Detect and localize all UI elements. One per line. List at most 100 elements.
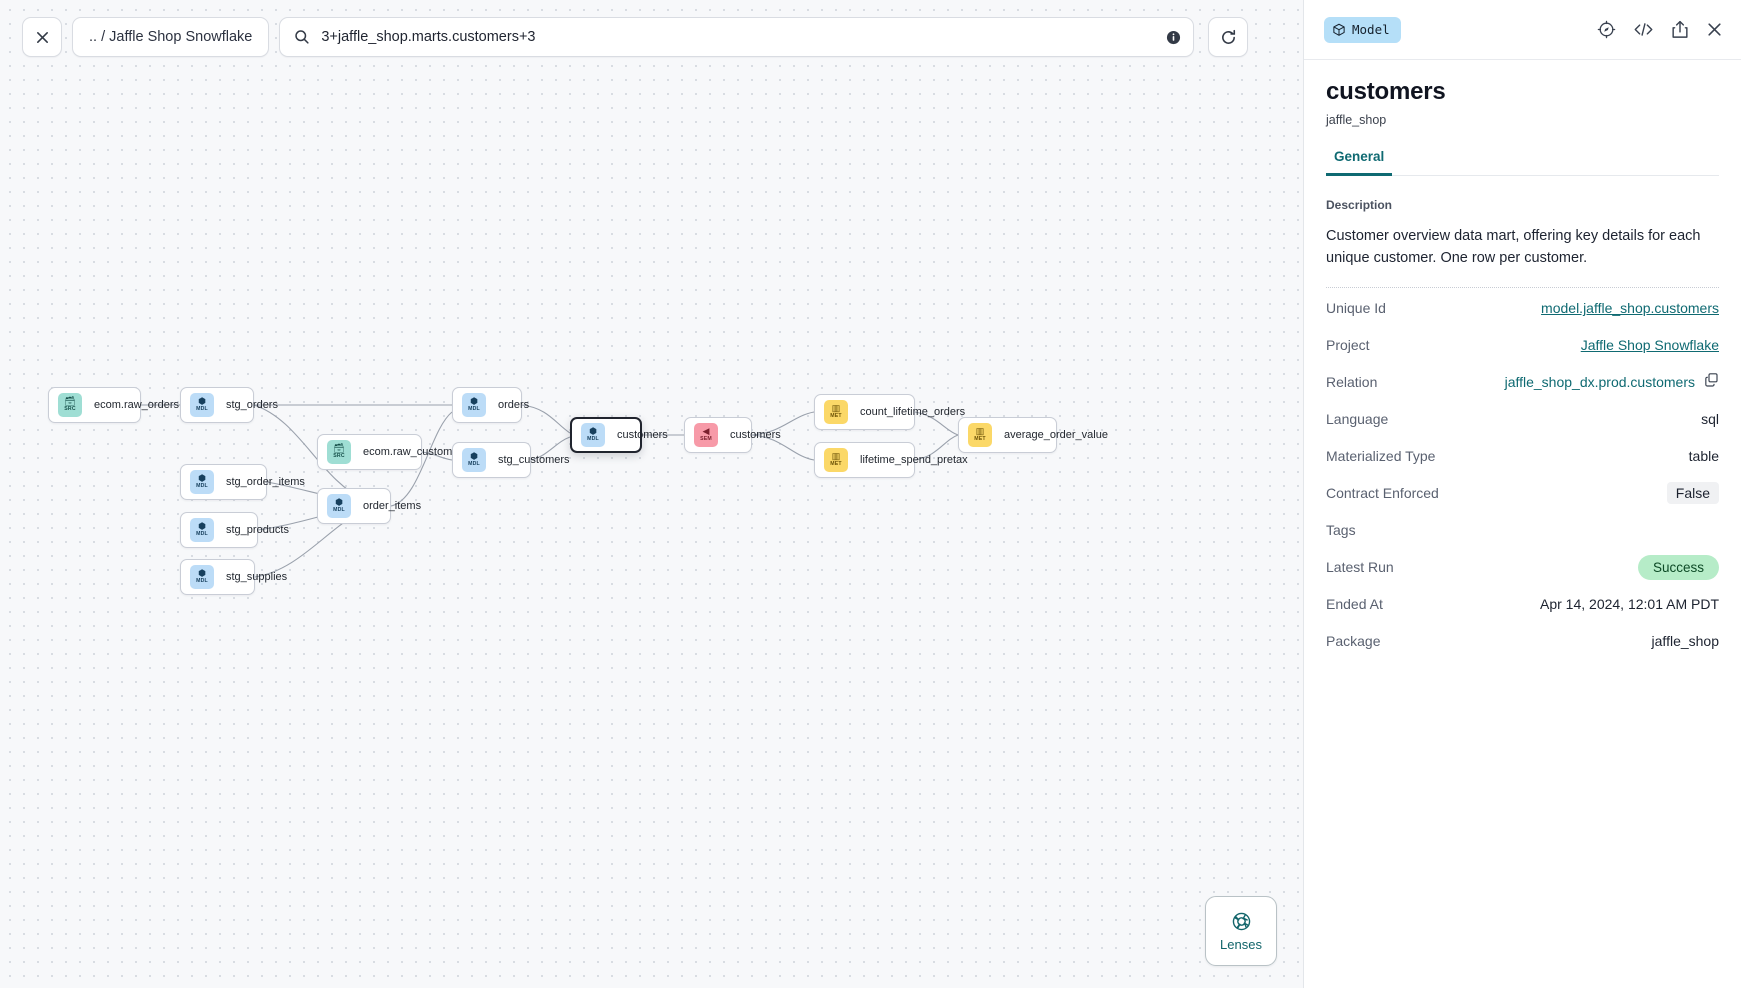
lenses-button[interactable]: Lenses [1205, 896, 1277, 966]
close-icon[interactable] [1706, 21, 1723, 38]
node-type-badge-mdl-icon: ⬢MDL [462, 448, 486, 472]
panel-tabs: General [1326, 149, 1719, 176]
graph-node[interactable]: ⬢MDL stg_customers [452, 442, 570, 478]
panel-action-icons [1597, 20, 1723, 39]
node-label: count_lifetime_orders [860, 406, 966, 418]
tab-general[interactable]: General [1326, 149, 1393, 176]
explore-icon[interactable] [1597, 20, 1616, 39]
close-lineage-button[interactable] [22, 17, 62, 57]
detail-row-value-wrap: model.jaffle_shop.customers [1541, 300, 1719, 316]
graph-node[interactable]: ▥MET lifetime_spend_pretax [814, 442, 968, 478]
graph-node[interactable]: ⬢MDL orders [452, 387, 529, 423]
node-type-badge-src-icon: 🗃SRC [327, 440, 351, 464]
node-label: stg_products [226, 524, 289, 536]
detail-row-value: table [1688, 448, 1719, 465]
node-type-badge-met-icon: ▥MET [824, 400, 848, 424]
node-type-badge-mdl-icon: ⬢MDL [190, 393, 214, 417]
node-type-badge-mdl-icon: ⬢MDL [327, 494, 351, 518]
detail-row: Tags [1326, 512, 1719, 549]
lenses-label: Lenses [1220, 936, 1262, 952]
canvas-toolbar: .. / Jaffle Shop Snowflake 3+jaffle_shop… [22, 17, 1249, 57]
node-type-badge-met-icon: ▥MET [968, 423, 992, 447]
node-type-badge-mdl-icon: ⬢MDL [581, 423, 605, 447]
detail-row-key: Latest Run [1326, 559, 1394, 576]
detail-row-value-wrap: table [1689, 448, 1719, 464]
detail-row-key: Contract Enforced [1326, 485, 1439, 502]
description-label: Description [1326, 198, 1393, 212]
node-type-badge-mdl-icon: ⬢MDL [462, 393, 486, 417]
node-label: stg_order_items [226, 476, 305, 488]
node-label: order_items [363, 500, 422, 512]
graph-node[interactable]: ▥MET average_order_value [958, 417, 1108, 453]
node-type-badge-mdl-icon: ⬢MDL [190, 518, 214, 542]
detail-row: Language sql [1326, 401, 1719, 438]
node-label: orders [498, 399, 530, 411]
lineage-canvas[interactable]: .. / Jaffle Shop Snowflake 3+jaffle_shop… [0, 0, 1303, 988]
status-badge: Success [1637, 554, 1719, 580]
graph-node[interactable]: ◀SEM customers [684, 417, 781, 453]
detail-row-value[interactable]: jaffle_shop_dx.prod.customers [1504, 374, 1695, 391]
graph-node[interactable]: ⬢MDL stg_order_items [180, 464, 305, 500]
detail-row: Unique Id model.jaffle_shop.customers [1326, 290, 1719, 327]
node-type-badge-mdl-icon: ⬢MDL [190, 470, 214, 494]
search-input[interactable]: 3+jaffle_shop.marts.customers+3 [279, 17, 1195, 57]
node-label: stg_customers [498, 454, 570, 466]
detail-row-value[interactable]: model.jaffle_shop.customers [1541, 300, 1719, 317]
detail-row-value-wrap: jaffle_shop_dx.prod.customers [1505, 372, 1719, 392]
detail-row-value-wrap: Apr 14, 2024, 12:01 AM PDT [1540, 596, 1719, 612]
detail-row-value: sql [1701, 411, 1719, 428]
page-subtitle: jaffle_shop [1326, 113, 1387, 127]
refresh-icon [1220, 29, 1237, 46]
share-icon[interactable] [1671, 20, 1689, 39]
node-label: lifetime_spend_pretax [860, 454, 968, 466]
node-type-badge-met-icon: ▥MET [824, 448, 848, 472]
refresh-button[interactable] [1208, 17, 1249, 57]
node-label: average_order_value [1004, 429, 1108, 441]
panel-header: Model [1304, 0, 1741, 60]
graph-node[interactable]: ⬢MDL stg_supplies [180, 559, 287, 595]
panel-title-block: customers jaffle_shop [1304, 60, 1741, 127]
node-label: ecom.raw_orders [94, 399, 179, 411]
graph-node[interactable]: ⬢MDL stg_orders [180, 387, 278, 423]
graph-node[interactable]: ▥MET count_lifetime_orders [814, 394, 965, 430]
detail-row-value-wrap: Jaffle Shop Snowflake [1581, 337, 1719, 353]
node-type-badge-sem-icon: ◀SEM [694, 423, 718, 447]
detail-row-value-wrap: False [1666, 482, 1719, 505]
detail-row: Project Jaffle Shop Snowflake [1326, 327, 1719, 364]
description-text: Customer overview data mart, offering ke… [1326, 228, 1701, 267]
node-type-badge-mdl-icon: ⬢MDL [190, 565, 214, 589]
detail-row-value: jaffle_shop [1651, 633, 1719, 650]
code-icon[interactable] [1633, 20, 1654, 39]
detail-row-key: Project [1326, 337, 1370, 354]
aperture-icon [1231, 911, 1252, 932]
info-icon[interactable] [1166, 30, 1181, 45]
search-query-value: 3+jaffle_shop.marts.customers+3 [321, 29, 536, 45]
detail-row: Materialized Type table [1326, 438, 1719, 475]
detail-row-value[interactable]: Jaffle Shop Snowflake [1580, 337, 1719, 354]
graph-node[interactable]: ⬢MDL stg_products [180, 512, 289, 548]
graph-node[interactable]: ⬢MDL order_items [317, 488, 421, 524]
details-panel: Model [1303, 0, 1741, 988]
detail-row: Latest Run Success [1326, 549, 1719, 586]
detail-row-key: Relation [1326, 374, 1378, 391]
node-label: stg_orders [226, 399, 278, 411]
node-label: customers [730, 429, 781, 441]
resource-type-label: Model [1352, 22, 1390, 37]
breadcrumb-label: .. / Jaffle Shop Snowflake [89, 29, 253, 45]
detail-row-value: False [1666, 482, 1719, 505]
detail-row-value-wrap: sql [1701, 411, 1719, 427]
copy-icon[interactable] [1704, 372, 1719, 392]
detail-row-key: Language [1326, 411, 1389, 428]
detail-row-key: Materialized Type [1326, 448, 1436, 465]
node-label: stg_supplies [226, 571, 288, 583]
detail-row-key: Unique Id [1326, 300, 1386, 317]
detail-row-value: Apr 14, 2024, 12:01 AM PDT [1540, 596, 1719, 613]
breadcrumb[interactable]: .. / Jaffle Shop Snowflake [72, 17, 270, 57]
